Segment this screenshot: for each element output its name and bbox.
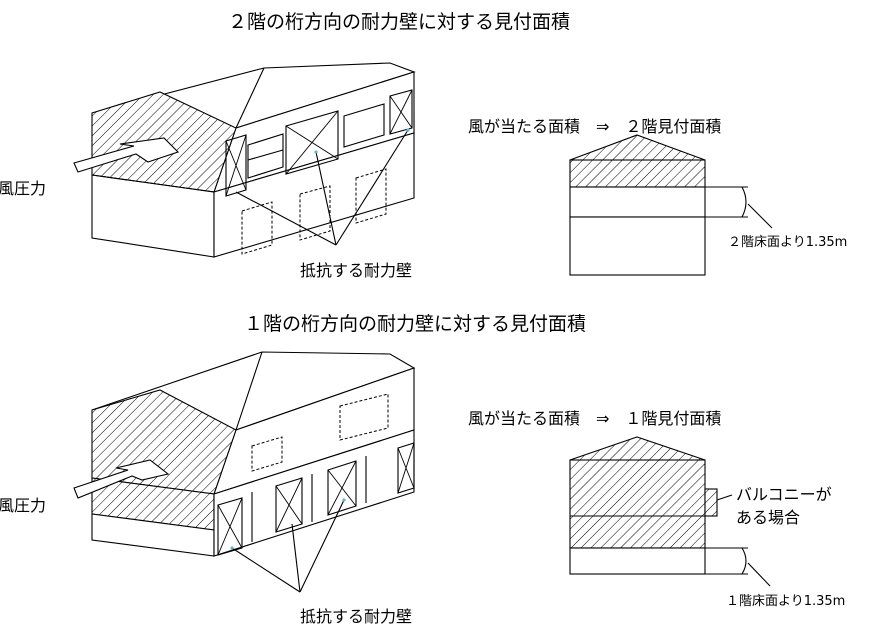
balcony-label-line1: バルコニーが: [736, 485, 832, 504]
top-lower-right: [213, 132, 415, 258]
top-elev-hatched-wall: [569, 159, 706, 188]
bottom-elev-hatched-wall: [569, 459, 706, 549]
bottom-title: １階の桁方向の耐力壁に対する見付面積: [244, 313, 586, 335]
bottom-resisting-label: 抵抗する耐力壁: [300, 607, 412, 626]
bottom-elevation: [569, 436, 771, 587]
bottom-dot-2: [342, 498, 346, 502]
bottom-dot-1: [230, 546, 234, 550]
top-resisting-label: 抵抗する耐力壁: [300, 261, 412, 280]
top-wind-label: 風圧力: [0, 179, 46, 198]
top-elevation: [569, 134, 773, 276]
top-area-caption: 風が当たる面積 ⇒ ２階見付面積: [468, 117, 721, 136]
top-wind-arrow: [73, 137, 180, 173]
top-dot-2: [406, 128, 410, 132]
bottom-house: [73, 351, 416, 593]
top-height-note: ２階床面より1.35m: [728, 235, 847, 250]
bottom-wind-arrow: [73, 459, 170, 499]
bottom-elev-roof: [569, 436, 706, 461]
bottom-elev-lower-wall: [569, 547, 706, 575]
bottom-lower-right: [213, 429, 415, 557]
top-title: ２階の桁方向の耐力壁に対する見付面積: [228, 11, 570, 33]
top-elev-lower-wall: [569, 216, 706, 276]
top-height-bracket: [741, 186, 747, 218]
bottom-wind-label: 風圧力: [0, 496, 46, 515]
top-elev-roof: [569, 134, 706, 161]
bottom-area-caption: 風が当たる面積 ⇒ １階見付面積: [468, 409, 721, 428]
bottom-height-bracket: [741, 547, 747, 575]
top-house: [73, 62, 416, 258]
top-elev-upper-wall: [569, 186, 706, 218]
bottom-height-note: １階床面より1.35m: [726, 594, 845, 609]
balcony-label-line2: ある場合: [736, 508, 800, 527]
top-dot-1: [314, 150, 318, 154]
balcony-box: [704, 488, 718, 517]
